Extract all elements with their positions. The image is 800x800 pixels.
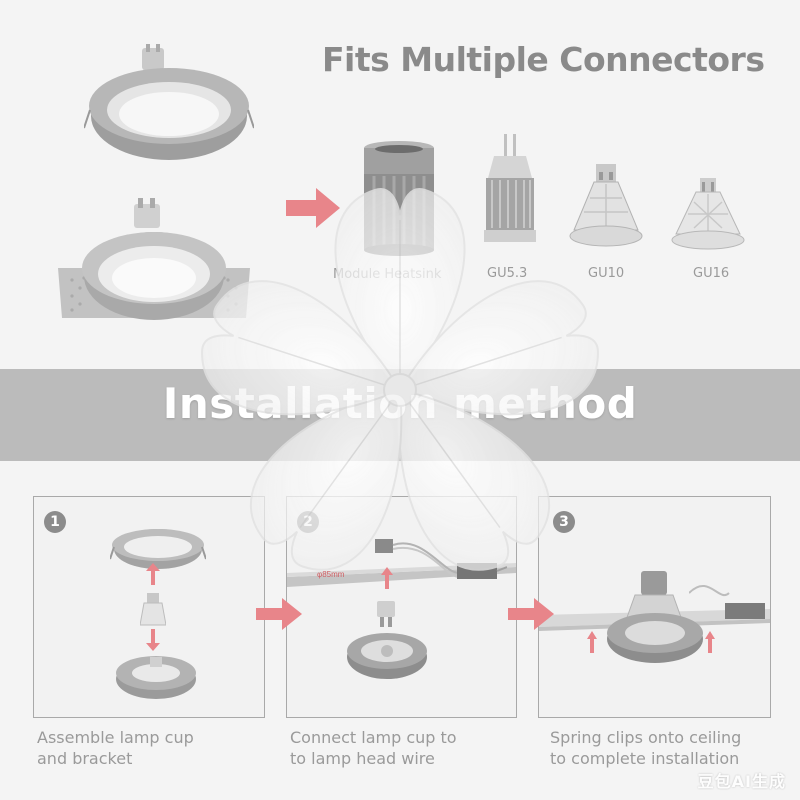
installed-downlight-icon — [607, 571, 703, 663]
connector-label-gu16: GU16 — [693, 266, 730, 281]
step-number-1: 1 — [44, 511, 66, 533]
lamp-cup-bracket-icon — [110, 529, 206, 569]
dimension-label: φ85mm — [317, 570, 345, 579]
trimless-downlight-icon — [58, 198, 250, 320]
heatsink-module-icon — [364, 141, 434, 256]
step-panel-1: 1 — [33, 496, 265, 718]
arrow-right-icon — [256, 598, 302, 630]
step-panel-2: 2 φ85mm — [286, 496, 517, 718]
step-number-2: 2 — [297, 511, 319, 533]
arrow-right-icon — [508, 598, 554, 630]
connector-label-gu53: GU5.3 — [487, 266, 528, 281]
step-caption-1-line-1: Assemble lamp cup — [37, 728, 194, 747]
step-panel-3: 3 — [538, 496, 771, 718]
watermark: 豆包AI生成 — [697, 772, 786, 791]
driver-box-icon — [689, 585, 765, 619]
step-caption-3: Spring clips onto ceiling to complete in… — [550, 727, 741, 769]
arrow-up-icon — [146, 563, 160, 585]
arrow-down-icon — [146, 629, 160, 651]
gu16-bulb-icon — [671, 178, 745, 250]
lamp-cup-ring-icon — [347, 633, 427, 679]
step-number-3: 3 — [553, 511, 575, 533]
step-caption-1: Assemble lamp cup and bracket — [37, 727, 194, 769]
step-caption-3-line-1: Spring clips onto ceiling — [550, 728, 742, 747]
arrow-up-icon — [705, 631, 715, 653]
arrow-up-icon — [381, 567, 393, 589]
step-caption-1-line-2: and bracket — [37, 749, 133, 768]
mounting-ring-icon — [116, 656, 196, 699]
installation-banner-title: Installation method — [162, 379, 638, 428]
wire-connector-icon — [375, 539, 507, 579]
step-caption-2: Connect lamp cup to to lamp head wire — [290, 727, 457, 769]
arrow-right-icon — [286, 188, 340, 228]
gu10-socket-icon — [377, 601, 395, 627]
step-caption-2-line-1: Connect lamp cup to — [290, 728, 457, 747]
connector-label-heatsink: Module Heatsink — [333, 267, 442, 282]
arrow-up-icon — [587, 631, 597, 653]
step-caption-3-line-2: to complete installation — [550, 749, 740, 768]
round-downlight-icon — [84, 44, 254, 160]
connector-label-gu10: GU10 — [588, 266, 625, 281]
lamp-cup-icon — [140, 593, 166, 626]
gu10-bulb-icon — [569, 164, 643, 247]
headline: Fits Multiple Connectors — [322, 40, 765, 79]
step-caption-2-line-2: to lamp head wire — [290, 749, 435, 768]
gu53-bulb-icon — [484, 134, 536, 242]
